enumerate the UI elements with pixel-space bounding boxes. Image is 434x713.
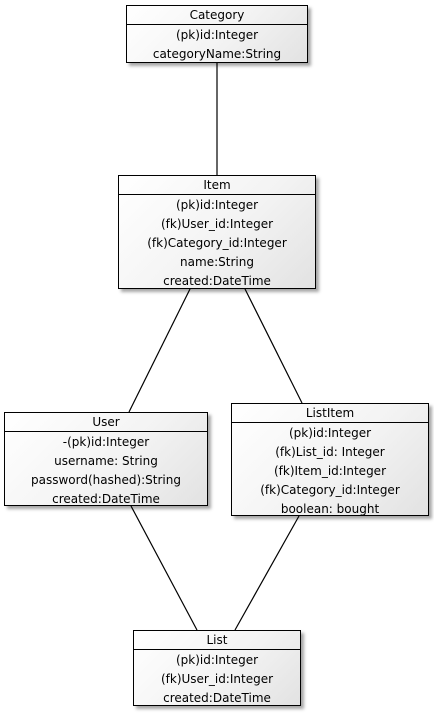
attribute-item-id: (pk)id:Integer [175,198,259,212]
entity-user-name: User [5,413,207,432]
entity-list-name: List [134,631,300,650]
attribute-item-user-id: (fk)User_id:Integer [160,217,274,231]
attribute-item-name: name:String [180,255,254,269]
entity-list-attributes: (pk)id:Integer (fk)User_id:Integer creat… [134,650,300,708]
attribute-category-id: (pk)id:Integer [175,28,259,42]
attribute-user-password: password(hashed):String [30,473,181,487]
connector-item-listitem [244,288,303,404]
entity-category-name: Category [127,6,307,25]
entity-item-name: Item [119,176,315,195]
attribute-list-id: (pk)id:Integer [175,653,259,667]
entity-listitem-attributes: (pk)id:Integer (fk)List_id: Integer (fk)… [232,423,428,519]
connector-listitem-list [234,515,300,631]
entity-list[interactable]: List (pk)id:Integer (fk)User_id:Integer … [133,630,301,706]
entity-item[interactable]: Item (pk)id:Integer (fk)User_id:Integer … [118,175,316,289]
attribute-category-categoryname: categoryName:String [152,47,282,61]
entity-user[interactable]: User -(pk)id:Integer username: String pa… [4,412,208,506]
attribute-user-created: created:DateTime [52,492,160,506]
attribute-user-username: username: String [54,454,158,468]
entity-listitem-name: ListItem [232,404,428,423]
entity-category[interactable]: Category (pk)id:Integer categoryName:Str… [126,5,308,63]
connector-user-list [130,505,198,631]
attribute-item-category-id: (fk)Category_id:Integer [147,236,287,250]
attribute-listitem-bought: boolean: bought [280,502,380,516]
attribute-listitem-list-id: (fk)List_id: Integer [275,445,385,459]
entity-listitem[interactable]: ListItem (pk)id:Integer (fk)List_id: Int… [231,403,429,516]
attribute-list-user-id: (fk)User_id:Integer [160,672,274,686]
entity-item-attributes: (pk)id:Integer (fk)User_id:Integer (fk)C… [119,195,315,291]
attribute-item-created: created:DateTime [163,274,271,288]
connector-item-user [128,288,191,413]
entity-category-attributes: (pk)id:Integer categoryName:String [127,25,307,64]
attribute-listitem-item-id: (fk)Item_id:Integer [273,464,386,478]
attribute-listitem-id: (pk)id:Integer [288,426,372,440]
attribute-listitem-category-id: (fk)Category_id:Integer [260,483,400,497]
entity-user-attributes: -(pk)id:Integer username: String passwor… [5,432,207,509]
attribute-user-id: -(pk)id:Integer [62,435,150,449]
attribute-list-created: created:DateTime [163,691,271,705]
